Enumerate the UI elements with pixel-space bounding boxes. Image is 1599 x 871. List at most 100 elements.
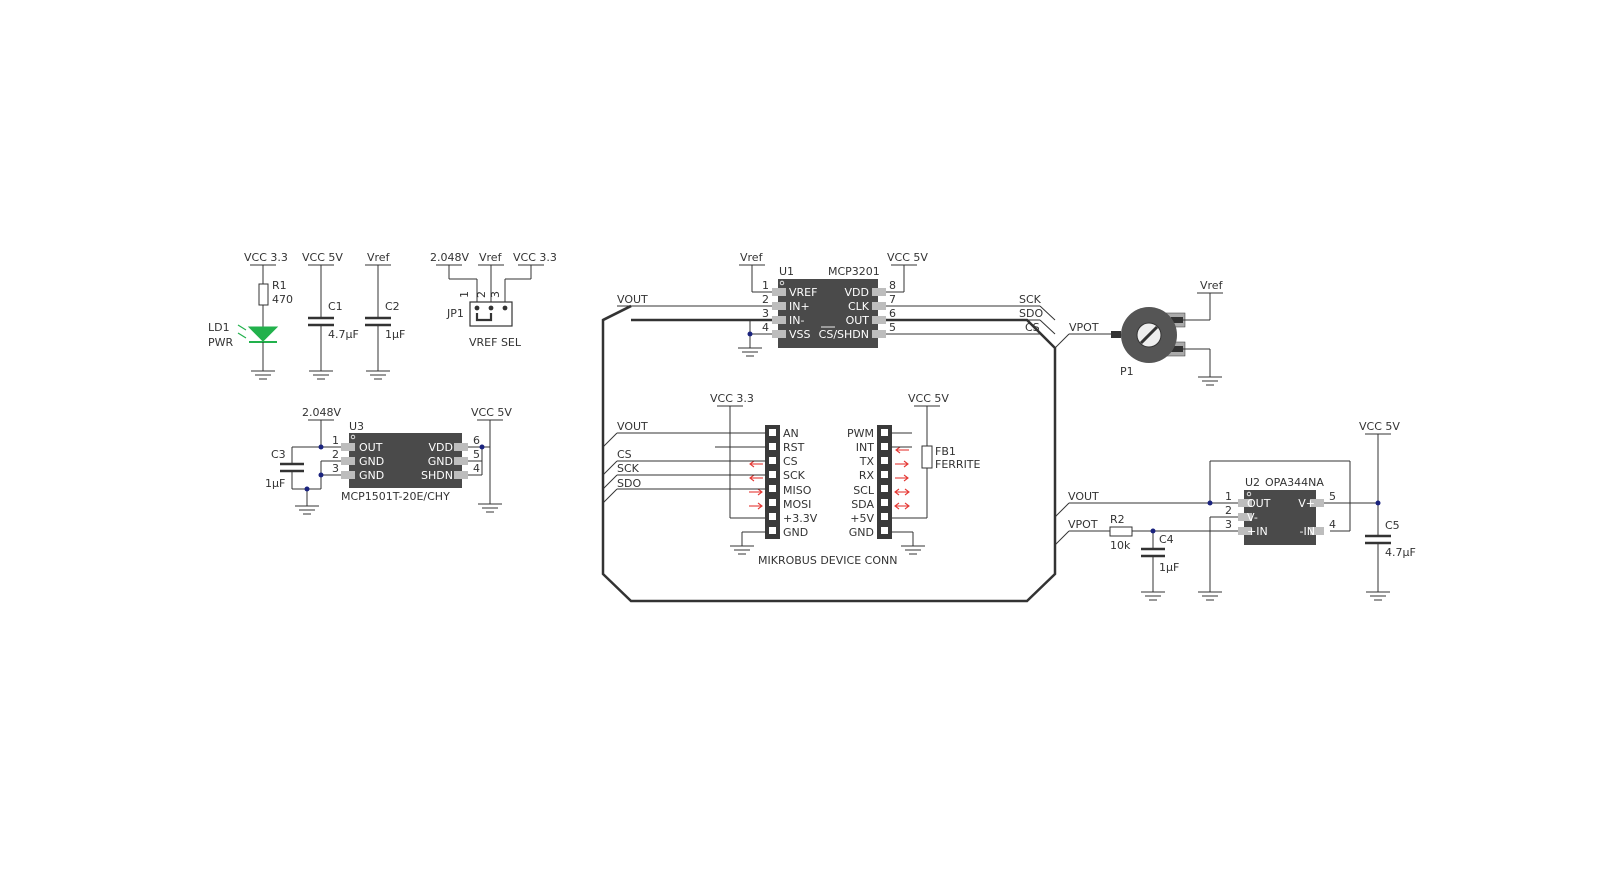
mb-pin-3v3: +3.3V: [783, 512, 818, 525]
u3-voltage-reference: 2.048V VCC 5V U3 MCP1501T-20E/CHY 1 2 3 …: [265, 406, 512, 515]
mb-pin-gnd-left: GND: [783, 526, 808, 539]
u2-opamp: VOUT VPOT R2 10k C4 1µF U2 OPA344NA: [1054, 420, 1416, 601]
jp1-jumper: 2.048V Vref VCC 3.3 1 2 3 JP1 VREF SEL: [430, 251, 557, 349]
u3-pin-5: 5: [473, 448, 480, 461]
r1-resistor: [258, 283, 269, 306]
u2-pin-5: 5: [1329, 490, 1336, 503]
mb-pin-sck: SCK: [783, 469, 806, 482]
u1-pin-in-plus: IN+: [789, 300, 810, 313]
u3-ref: U3: [349, 420, 364, 433]
u1-pin-2: 2: [762, 293, 769, 306]
c3-value: 1µF: [265, 477, 285, 490]
u3-vcc5-label: VCC 5V: [471, 406, 512, 419]
u1-pin-clk: CLK: [848, 300, 870, 313]
u2-pin-1: 1: [1225, 490, 1232, 503]
mikrobus-connector: VCC 3.3 VCC 5V FB1 FERRITE AN RST CS SCK…: [602, 392, 981, 567]
signal-bus-outline: [601, 304, 1057, 603]
mikrobus-label: MIKROBUS DEVICE CONN: [758, 554, 897, 567]
mb-pin-pwm: PWM: [847, 427, 874, 440]
u3-pin-gnd2: GND: [359, 469, 384, 482]
u1-pin-vss: VSS: [789, 328, 811, 341]
u1-pin-vdd: VDD: [845, 286, 869, 299]
c4-ref: C4: [1159, 533, 1174, 546]
jp1-vcc33-label: VCC 3.3: [513, 251, 557, 264]
p1-vref-label: Vref: [1200, 279, 1224, 292]
u2-pin-4: 4: [1329, 518, 1336, 531]
u3-pin-4: 4: [473, 462, 480, 475]
mb-pin-sda: SDA: [851, 498, 874, 511]
r2-value: 10k: [1110, 539, 1131, 552]
jp1-pin-3: 3: [489, 291, 502, 298]
c5-value: 4.7µF: [1385, 546, 1416, 559]
u1-pin-6: 6: [889, 307, 896, 320]
led-icon: [247, 326, 279, 342]
net-vout-u2: VOUT: [1068, 490, 1099, 503]
c1-value: 4.7µF: [328, 328, 359, 341]
u1-part: MCP3201: [828, 265, 880, 278]
net-cs-mb: CS: [617, 448, 632, 461]
mb-pin-an: AN: [783, 427, 799, 440]
mb-pin-int: INT: [856, 441, 874, 454]
ld1-ref: LD1: [208, 321, 230, 334]
jp1-vref-label: Vref: [479, 251, 503, 264]
mb-pin-gnd-right: GND: [849, 526, 874, 539]
u2-pin-vminus: V-: [1247, 511, 1258, 524]
u1-pin-5: 5: [889, 321, 896, 334]
mb-pin-scl: SCL: [853, 484, 875, 497]
c5-vcc5-label: VCC 5V: [1359, 420, 1400, 433]
u2-pin-in-minus: -IN: [1300, 525, 1315, 538]
mb-vcc33-label: VCC 3.3: [710, 392, 754, 405]
net-vout-top: VOUT: [617, 293, 648, 306]
u1-adc: Vref VCC 5V U1 MCP3201 1 2 3 4 8 7 6 5 V…: [617, 251, 1056, 357]
net-vpot-p1: VPOT: [1069, 321, 1099, 334]
mb-pin-miso: MISO: [783, 484, 812, 497]
fb1-ref: FB1: [935, 445, 956, 458]
mb-pin-rst: RST: [783, 441, 805, 454]
u1-pin-vref: VREF: [789, 286, 817, 299]
u1-pin-in-minus: IN-: [789, 314, 804, 327]
mb-pin-cs: CS: [783, 455, 798, 468]
net-cs-top: CS: [1025, 321, 1040, 334]
u2-ref: U2: [1245, 476, 1260, 489]
u2-pin-2: 2: [1225, 504, 1232, 517]
u1-pin-7: 7: [889, 293, 896, 306]
c4-value: 1µF: [1159, 561, 1179, 574]
u3-pin-3: 3: [332, 462, 339, 475]
net-sck-mb: SCK: [617, 462, 640, 475]
u2-pin-in-plus: +IN: [1247, 525, 1268, 538]
c2-ref: C2: [385, 300, 400, 313]
u2-pin-3: 3: [1225, 518, 1232, 531]
u3-pin-gnd1: GND: [359, 455, 384, 468]
mb-vcc5-label: VCC 5V: [908, 392, 949, 405]
u1-vcc5-label: VCC 5V: [887, 251, 928, 264]
net-vpot-r2: VPOT: [1068, 518, 1098, 531]
u3-pin-gnd3: GND: [428, 455, 453, 468]
mb-pin-rx: RX: [859, 469, 875, 482]
u1-ref: U1: [779, 265, 794, 278]
p1-potentiometer: VPOT P1 Vref: [1054, 279, 1224, 386]
u1-pin-1: 1: [762, 279, 769, 292]
u1-pin-cs-shdn: CS/SHDN: [819, 328, 869, 341]
u2-pin-vplus: V+: [1298, 497, 1315, 510]
u3-pin-2: 2: [332, 448, 339, 461]
fb1-value: FERRITE: [935, 458, 981, 471]
u2-part: OPA344NA: [1265, 476, 1324, 489]
r1-ref: R1: [272, 279, 287, 292]
c3-ref: C3: [271, 448, 286, 461]
u1-pin-3: 3: [762, 307, 769, 320]
net-vout-mb: VOUT: [617, 420, 648, 433]
c1-ref: C1: [328, 300, 343, 313]
u1-pin-8: 8: [889, 279, 896, 292]
jp1-ref: JP1: [446, 307, 464, 320]
u1-pin-out: OUT: [846, 314, 870, 327]
u3-part: MCP1501T-20E/CHY: [341, 490, 450, 503]
u3-2048-label: 2.048V: [302, 406, 341, 419]
c5-ref: C5: [1385, 519, 1400, 532]
u3-pin-1: 1: [332, 434, 339, 447]
net-sdo-mb: SDO: [617, 477, 641, 490]
mb-pin-tx: TX: [859, 455, 875, 468]
p1-ref: P1: [1120, 365, 1134, 378]
vcc33-label: VCC 3.3: [244, 251, 288, 264]
u2-pin-out: OUT: [1247, 497, 1271, 510]
